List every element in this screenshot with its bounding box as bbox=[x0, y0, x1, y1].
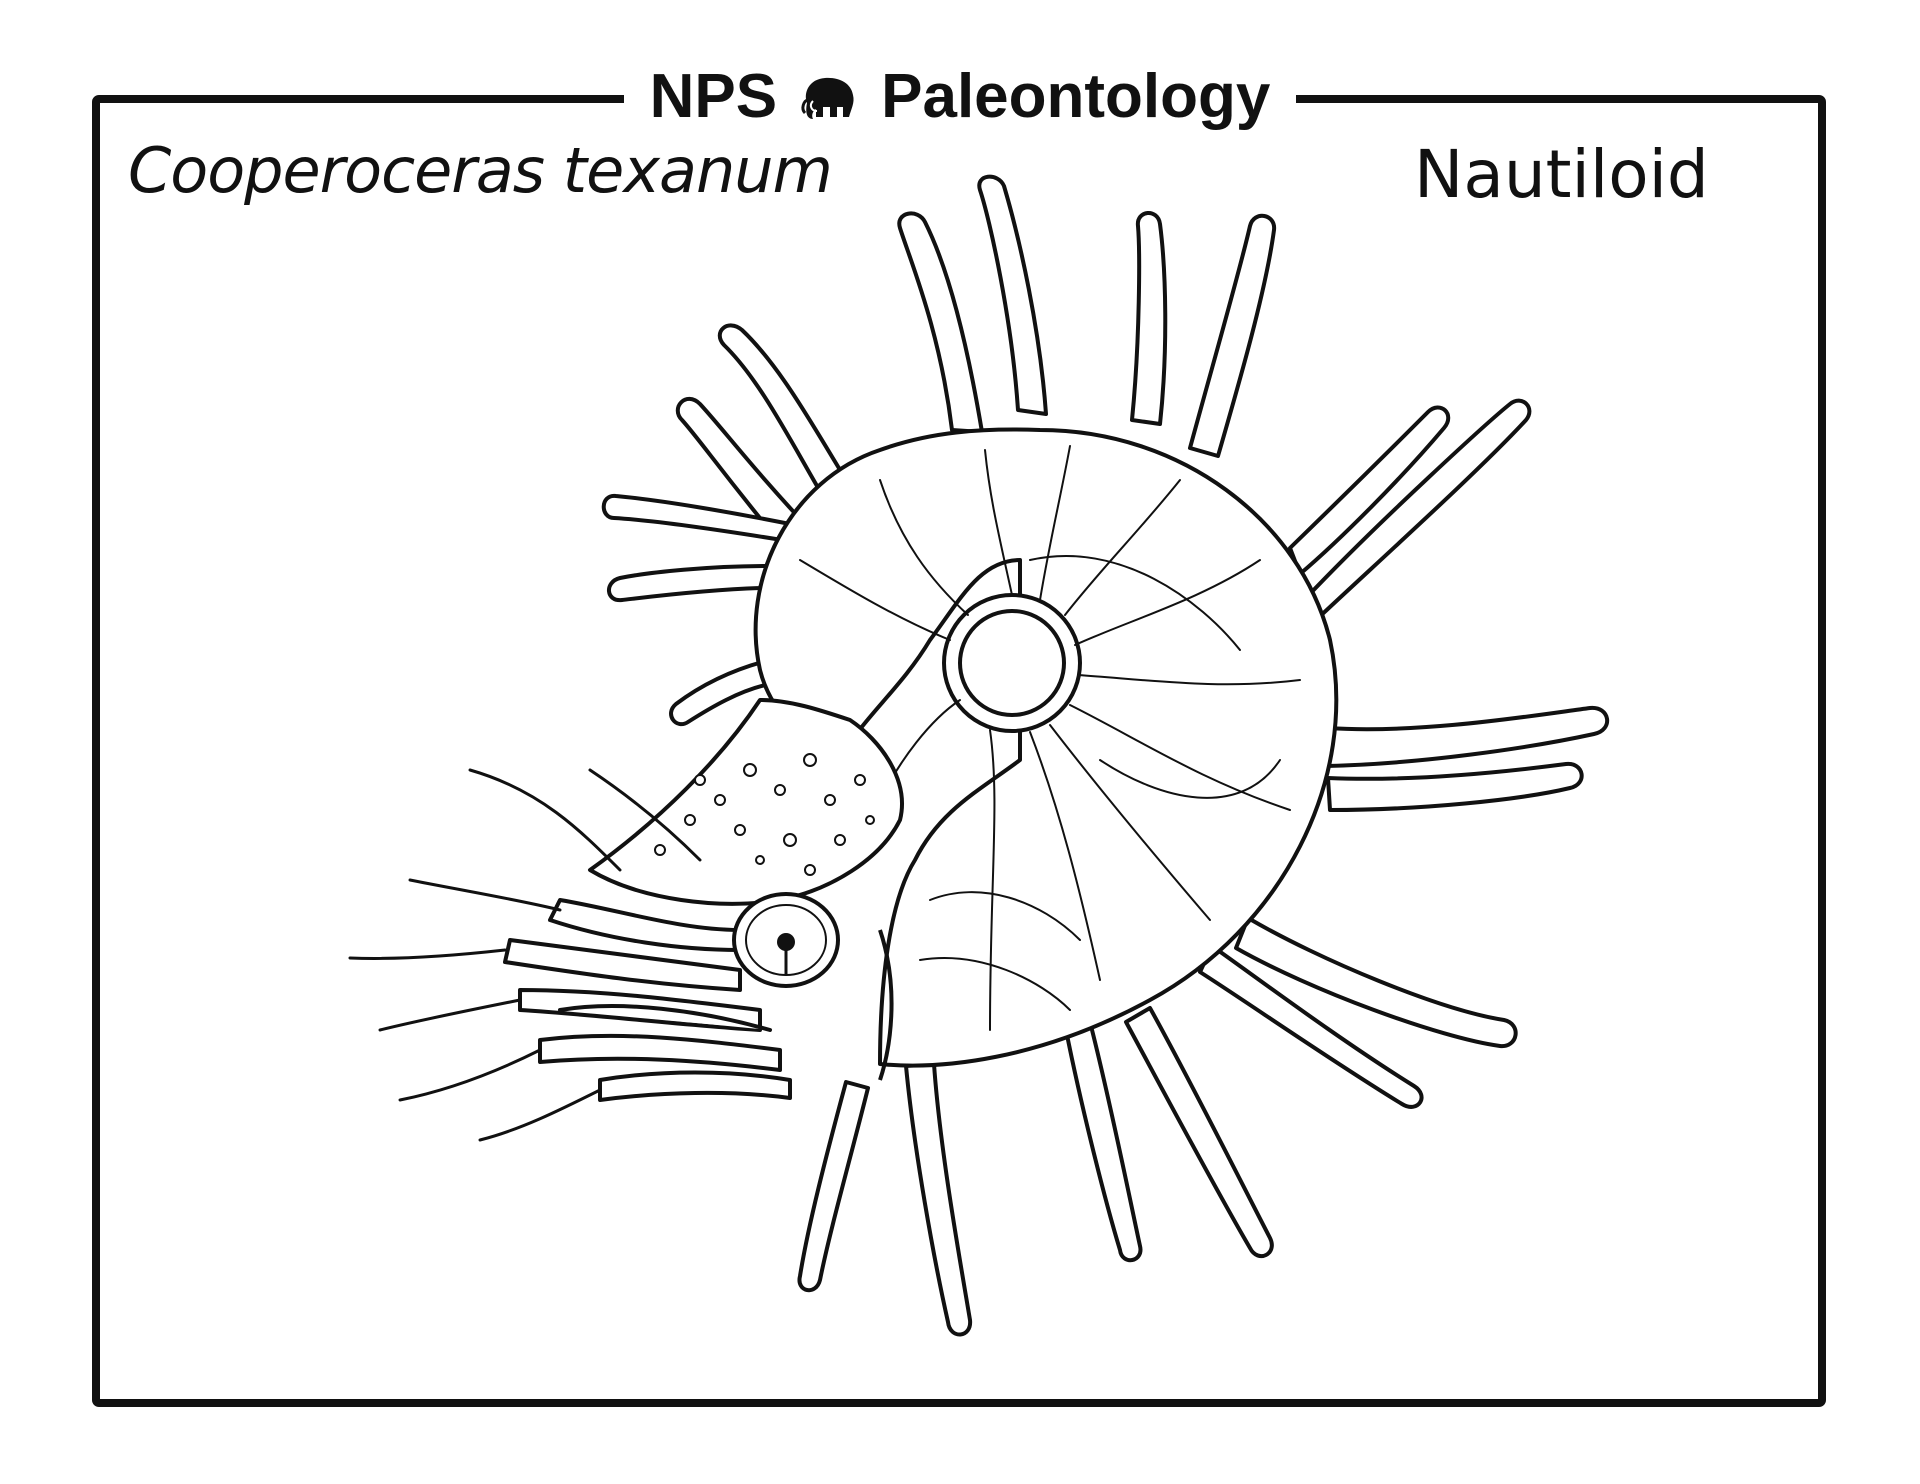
header: NPS Paleontology bbox=[0, 52, 1920, 142]
group-label: Nautiloid bbox=[1414, 136, 1709, 213]
cirri bbox=[348, 768, 702, 1142]
hood-texture bbox=[654, 753, 875, 876]
mammoth-icon bbox=[799, 73, 859, 121]
shell-ribs bbox=[799, 445, 1301, 1031]
tentacles bbox=[503, 898, 792, 1102]
shell-body bbox=[753, 427, 1339, 1068]
shell-spines bbox=[601, 174, 1610, 1337]
species-name: Cooperoceras texanum bbox=[128, 134, 833, 207]
brand-nps: NPS bbox=[649, 62, 778, 131]
eye bbox=[732, 892, 840, 988]
brand-paleontology: Paleontology bbox=[881, 62, 1271, 131]
hood bbox=[588, 698, 904, 906]
header-title: NPS Paleontology bbox=[623, 62, 1297, 131]
